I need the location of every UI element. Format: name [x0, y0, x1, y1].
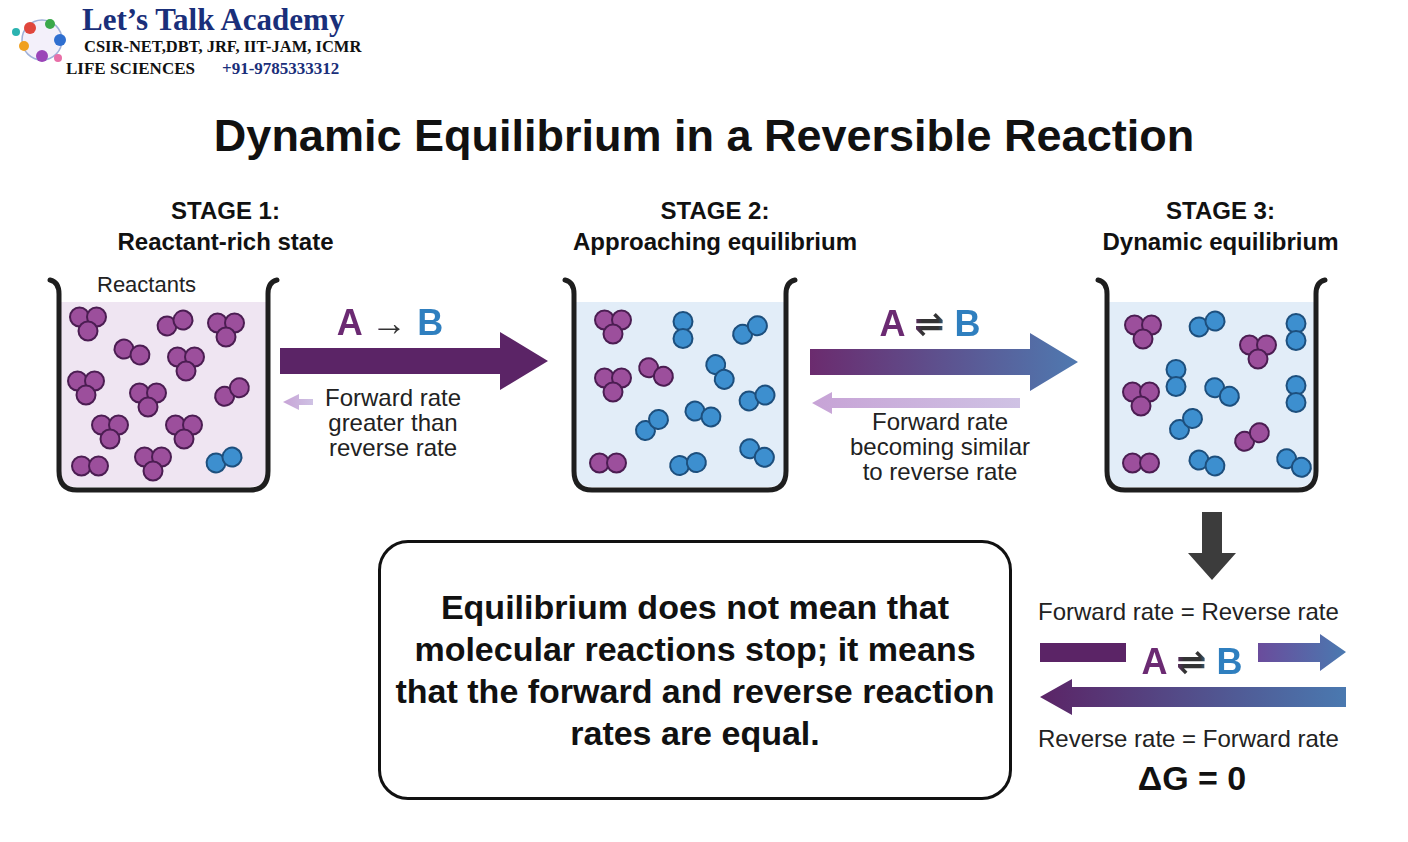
logo-dot — [12, 28, 20, 36]
academy-name: Let’s Talk Academy — [82, 2, 344, 38]
product-molecule — [669, 452, 708, 477]
beaker-liquid — [1109, 302, 1314, 487]
reactant-molecule — [590, 454, 626, 473]
beaker-outline — [1103, 280, 1320, 493]
beaker-outline — [570, 280, 790, 493]
reactant-molecule — [208, 314, 244, 347]
stage-heading: STAGE 2: — [661, 197, 770, 225]
stage-heading: Dynamic equilibrium — [1102, 228, 1338, 256]
product-molecule — [737, 436, 778, 470]
logo-dot — [54, 34, 66, 46]
reaction-label: A → B — [337, 302, 444, 343]
logo-ring — [22, 20, 62, 60]
exam-list: CSIR-NET,DBT, JRF, IIT-JAM, ICMR — [84, 38, 361, 57]
beaker-glass — [565, 280, 795, 490]
phone-number: +91-9785333312 — [222, 59, 339, 79]
reactant-molecule — [68, 372, 104, 405]
reactant-molecule — [595, 311, 631, 344]
reactant-molecule — [168, 348, 204, 381]
logo-dot — [45, 19, 55, 29]
beaker-liquid — [576, 302, 784, 487]
beaker-liquid — [61, 302, 266, 487]
statement-box: Equilibrium does not mean that molecular… — [378, 540, 1012, 800]
subject-name: LIFE SCIENCES — [66, 59, 195, 79]
reaction-label: A ⇌ B — [880, 303, 981, 344]
product-molecule — [1202, 375, 1243, 409]
reactant-molecule — [1240, 336, 1276, 369]
beaker-glass — [1098, 280, 1325, 490]
product-molecule — [632, 406, 672, 444]
reactant-molecule — [70, 308, 106, 341]
equality-note: Reverse rate = Forward rate — [1038, 725, 1339, 753]
product-molecule — [674, 312, 693, 348]
equality-note: Forward rate = Reverse rate — [1038, 598, 1339, 626]
stage-heading: Approaching equilibrium — [573, 228, 857, 256]
beaker-node: STAGE 2:Approaching equilibrium — [570, 280, 790, 493]
reactant-molecule — [212, 375, 253, 409]
down-arrow — [1188, 512, 1236, 580]
logo-dot — [36, 50, 48, 62]
stage-heading: STAGE 1: — [171, 197, 280, 225]
rate-note: Forward rate greater than reverse rate — [307, 385, 479, 460]
reverse-arrow — [1040, 679, 1346, 715]
product-molecule — [730, 313, 771, 347]
molecules-stage-3 — [1123, 309, 1314, 480]
equilibrium-equation: A ⇌ B — [1142, 641, 1243, 682]
beaker-label: Reactants — [97, 272, 196, 298]
reactant-molecule — [112, 337, 152, 367]
product-molecule — [703, 352, 737, 393]
logo-icon — [12, 19, 66, 62]
reactant-molecule — [130, 384, 166, 417]
stage-heading: Reactant-rich state — [117, 228, 333, 256]
logo-dot — [54, 54, 62, 62]
beaker-outline — [55, 280, 272, 493]
stage-heading: STAGE 3: — [1166, 197, 1275, 225]
product-molecule — [1287, 314, 1306, 350]
molecules-stage-1 — [68, 308, 252, 481]
logo-dot — [24, 22, 36, 34]
product-molecule — [1167, 360, 1186, 396]
beaker-node: STAGE 3:Dynamic equilibrium — [1103, 280, 1320, 493]
product-molecule — [1287, 376, 1306, 412]
reactant-molecule — [92, 416, 128, 449]
diagram-title: Dynamic Equilibrium in a Reversible Reac… — [214, 110, 1194, 162]
reactant-molecule — [636, 355, 677, 389]
beaker-node: STAGE 1:Reactant-rich stateReactants — [55, 280, 272, 493]
product-molecule — [1187, 309, 1227, 339]
reactant-molecule — [1125, 316, 1161, 349]
reactant-molecule — [72, 457, 108, 476]
logo-dot — [19, 41, 29, 51]
forward-bar — [1040, 643, 1126, 662]
statement-text: Equilibrium does not mean that molecular… — [395, 586, 995, 754]
product-molecule — [1187, 448, 1227, 478]
forward-arrow — [1258, 634, 1346, 671]
product-molecule — [204, 445, 244, 475]
product-molecule — [737, 383, 777, 413]
rate-note: Forward rate becoming similar to reverse… — [842, 409, 1038, 484]
reactant-molecule — [1123, 454, 1159, 473]
reverse-arrow — [283, 394, 313, 410]
beaker-glass — [50, 280, 277, 490]
free-energy: ΔG = 0 — [1138, 759, 1247, 798]
reactant-molecule — [166, 416, 202, 449]
product-molecule — [683, 399, 723, 429]
reactant-molecule — [1123, 383, 1159, 416]
reactant-molecule — [1232, 420, 1273, 454]
product-molecule — [1166, 405, 1206, 443]
product-molecule — [1274, 446, 1315, 480]
reactant-molecule — [595, 369, 631, 402]
reactant-molecule — [155, 308, 195, 338]
molecules-stage-2 — [590, 311, 777, 477]
reactant-molecule — [135, 448, 171, 481]
